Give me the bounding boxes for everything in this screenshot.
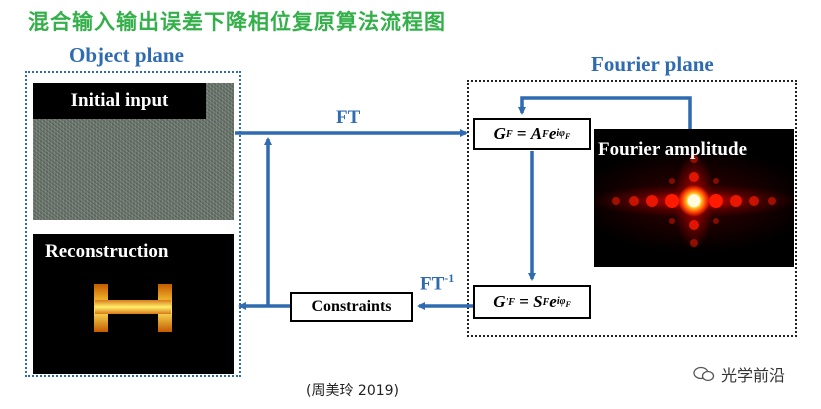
fourier-amplitude-label: Fourier amplitude [598,139,748,160]
wechat-icon [693,366,715,382]
eq-top-exp-base: e [548,124,557,143]
eq-top-exponent: iφ [556,127,565,139]
reconstruction-image [33,234,234,374]
eq-bottom-amplitude: S [533,292,543,311]
object-plane-box [25,71,241,377]
eq-bottom-amplitude-sub: F [542,296,550,308]
fourier-plane-box [467,80,797,337]
eq-top-lhs-sub: F [505,128,513,140]
fourier-plane-label: Fourier plane [591,52,714,76]
eq-bottom-exp-base: e [549,292,557,311]
reconstruction-bar-middle [95,300,171,314]
brand-name: 光学前沿 [721,366,786,385]
inverse-ft-text: FT [420,273,445,295]
ft-label: FT [336,107,361,128]
eq-bottom-exponent-sub: F [565,299,571,309]
eq-top-exponent-sub: F [565,131,571,141]
eq-bottom-lhs-sub: F [508,296,515,308]
arrow-amplitude-loop [518,96,692,129]
eq-top-amplitude: A [530,124,543,143]
eq-bottom-lhs: G [493,292,506,311]
eq-bottom-exponent: iφ [556,295,566,307]
initial-input-label: Initial input [33,83,206,119]
page-title: 混合输入输出误差下降相位复原算法流程图 [28,10,446,34]
object-plane-label: Object plane [69,43,184,67]
eq-top-amplitude-sub: F [542,128,549,140]
caption: (周美玲 2019) [306,383,400,399]
constraints-box: Constraints [290,292,413,322]
inverse-ft-label: FT-1 [420,271,454,295]
brand-watermark: 光学前沿 [693,362,785,386]
eq-top-equals: = [512,124,531,143]
inverse-ft-exponent: -1 [444,271,455,285]
fourier-amplitude-image [594,129,794,267]
eq-bottom-lhs-prime: ' [505,296,509,308]
fourier-spots [612,155,776,247]
eq-bottom-equals: = [514,292,534,311]
eq-top-lhs: G [493,124,506,143]
reconstruction-label: Reconstruction [45,241,169,262]
